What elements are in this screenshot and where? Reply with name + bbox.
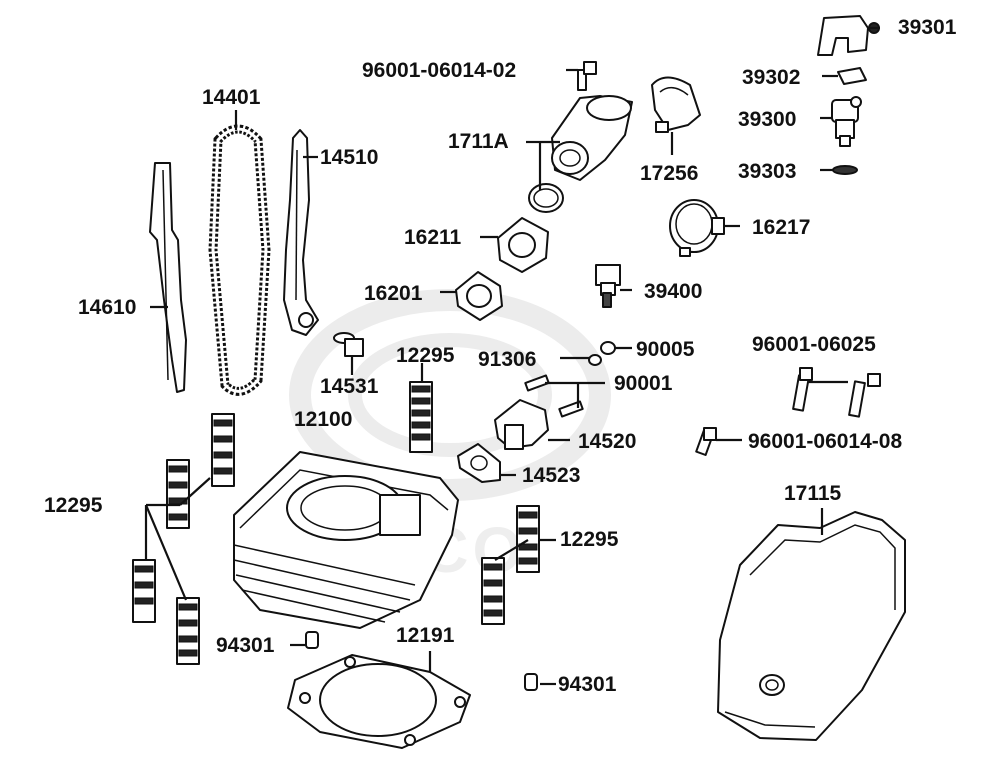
part-17256-clamp[interactable] bbox=[651, 76, 701, 133]
part-94301-dowel-right[interactable] bbox=[524, 673, 538, 691]
part-14531-bolt[interactable] bbox=[333, 332, 364, 357]
part-39302-clip[interactable] bbox=[837, 67, 867, 85]
label-14531: 14531 bbox=[320, 375, 379, 398]
part-1711A-o-ring[interactable] bbox=[528, 183, 564, 213]
part-12295-shim-stacks-right[interactable] bbox=[481, 505, 540, 625]
label-39303: 39303 bbox=[738, 160, 796, 183]
leader-lines bbox=[144, 26, 880, 686]
part-91306-o-ring[interactable] bbox=[588, 354, 602, 366]
label-91306: 91306 bbox=[478, 348, 536, 371]
label-16217: 16217 bbox=[752, 216, 810, 239]
part-39300-injector[interactable] bbox=[831, 96, 862, 147]
callout-labels: 14401 14510 14610 14531 12295 12100 1229… bbox=[44, 16, 957, 696]
part-12191-head-gasket[interactable] bbox=[287, 654, 471, 749]
label-16211: 16211 bbox=[404, 226, 462, 249]
label-1711A: 1711A bbox=[448, 130, 509, 153]
label-12295-right: 12295 bbox=[560, 528, 619, 551]
part-96001-06025-bolts[interactable] bbox=[792, 367, 881, 418]
part-14510-tensioner-arm[interactable] bbox=[283, 129, 319, 336]
part-14401-cam-chain[interactable] bbox=[208, 124, 271, 396]
label-17115: 17115 bbox=[784, 482, 842, 505]
part-12295-shim-stacks-left[interactable] bbox=[132, 413, 235, 665]
label-39302: 39302 bbox=[742, 66, 800, 89]
label-96001-06014-02: 96001-06014-02 bbox=[362, 59, 516, 82]
part-96001-06014-08-bolt[interactable] bbox=[695, 427, 717, 456]
label-39400: 39400 bbox=[644, 280, 702, 303]
label-12191: 12191 bbox=[396, 624, 455, 647]
label-14401: 14401 bbox=[202, 86, 261, 109]
label-94301-right: 94301 bbox=[558, 673, 617, 696]
part-16201-gasket[interactable] bbox=[455, 271, 503, 321]
label-94301-left: 94301 bbox=[216, 634, 275, 657]
label-14520: 14520 bbox=[578, 430, 636, 453]
part-90005-washer[interactable] bbox=[600, 341, 616, 355]
part-14610-chain-guide[interactable] bbox=[149, 162, 187, 393]
part-16211-insulator[interactable] bbox=[497, 217, 549, 273]
part-39400-sensor[interactable] bbox=[595, 264, 621, 308]
part-12100-cylinder[interactable] bbox=[233, 451, 459, 629]
label-12295-top: 12295 bbox=[396, 344, 455, 367]
part-39303-seal[interactable] bbox=[832, 165, 858, 175]
label-96001-06014-08: 96001-06014-08 bbox=[748, 430, 902, 453]
label-12295-left: 12295 bbox=[44, 494, 103, 517]
label-14523: 14523 bbox=[522, 464, 580, 487]
label-16201: 16201 bbox=[364, 282, 423, 305]
label-90005: 90005 bbox=[636, 338, 695, 361]
part-1711A-intake-manifold[interactable] bbox=[551, 95, 633, 181]
label-96001-06025: 96001-06025 bbox=[752, 333, 876, 356]
label-39300: 39300 bbox=[738, 108, 796, 131]
part-90001-bolts[interactable] bbox=[524, 374, 584, 418]
part-17115-cover[interactable] bbox=[717, 511, 906, 741]
part-14520-tensioner[interactable] bbox=[494, 399, 549, 450]
part-96001-06014-02-bolt[interactable] bbox=[577, 61, 597, 91]
label-17256: 17256 bbox=[640, 162, 698, 185]
part-16217-clamp[interactable] bbox=[669, 199, 725, 257]
label-14510: 14510 bbox=[320, 146, 378, 169]
label-39301: 39301 bbox=[898, 16, 957, 39]
label-12100: 12100 bbox=[294, 408, 352, 431]
part-12295-shim-stack-top[interactable] bbox=[409, 381, 433, 453]
part-14523-gasket[interactable] bbox=[457, 443, 501, 483]
part-94301-dowel-left[interactable] bbox=[305, 631, 319, 649]
label-90001: 90001 bbox=[614, 372, 673, 395]
label-14610: 14610 bbox=[78, 296, 136, 319]
part-39301-bracket[interactable] bbox=[817, 15, 880, 56]
